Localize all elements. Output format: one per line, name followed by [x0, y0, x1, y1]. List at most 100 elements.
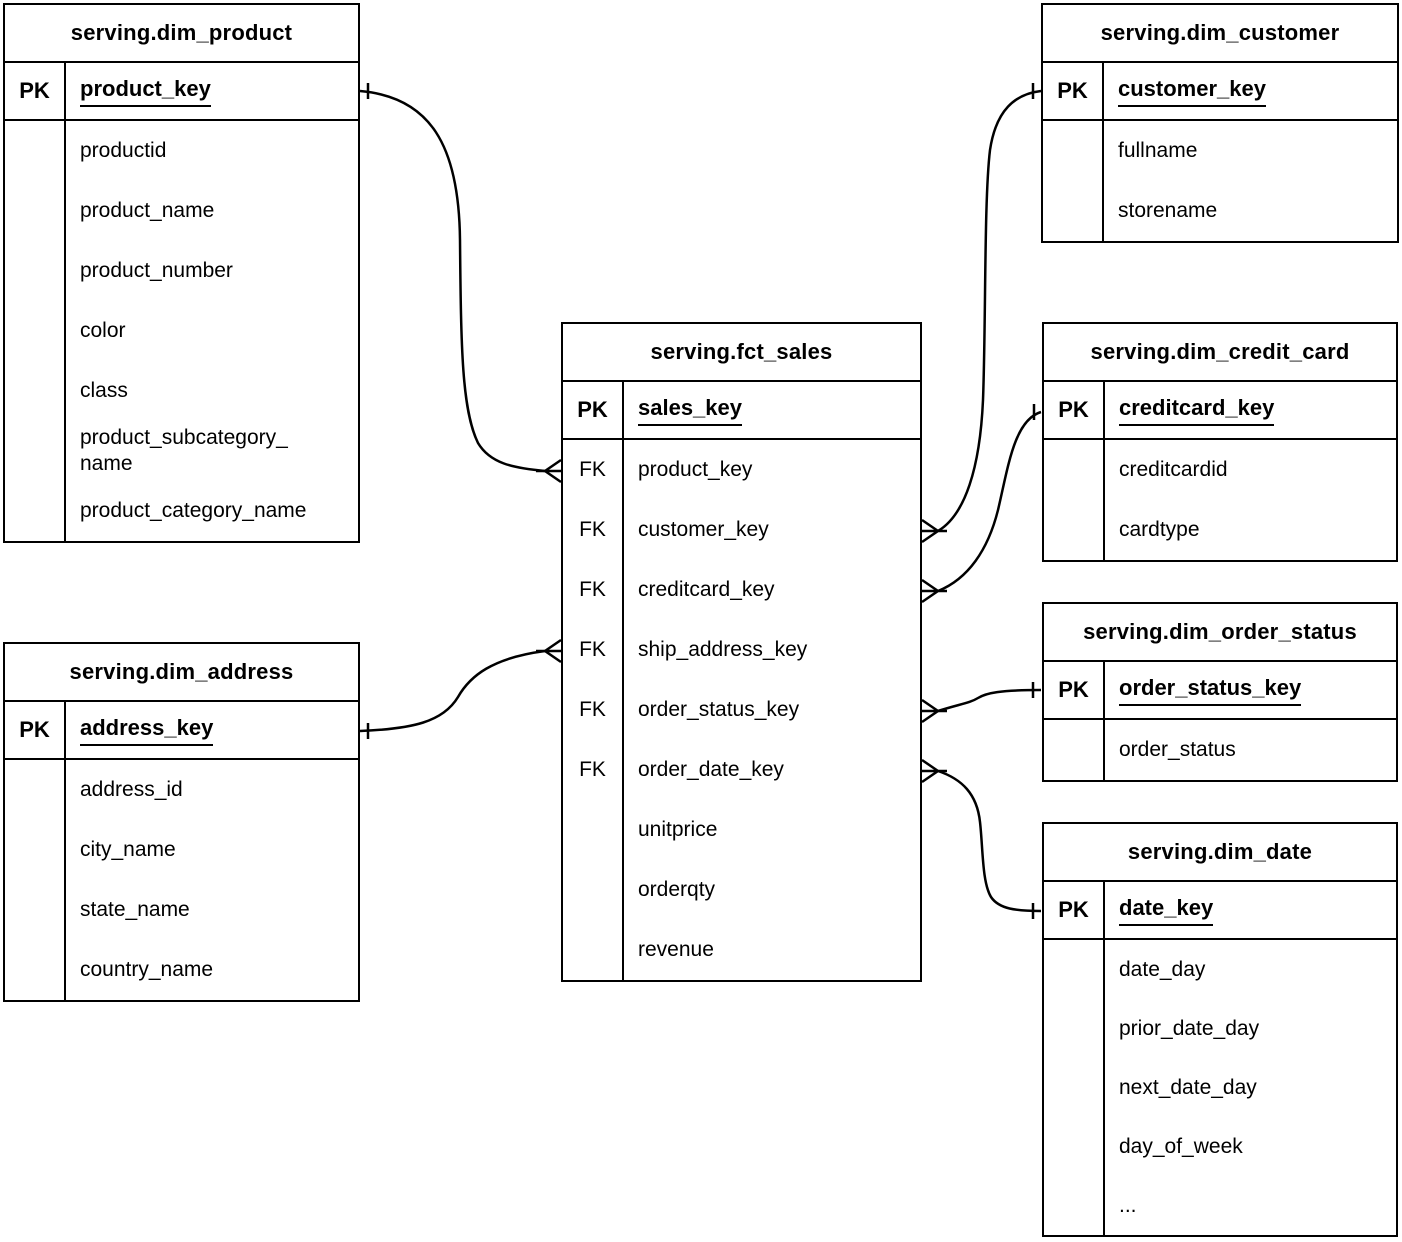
- table-title: serving.dim_address: [5, 644, 358, 702]
- key-label: [5, 421, 66, 481]
- key-label: [1044, 940, 1105, 999]
- table-title: serving.dim_order_status: [1044, 604, 1396, 662]
- pk-field: creditcard_key: [1119, 395, 1275, 426]
- table-row: color: [5, 301, 358, 361]
- key-label: [1044, 440, 1105, 500]
- table-row: creditcardid: [1044, 440, 1396, 500]
- table-body: fullname storename: [1043, 121, 1397, 241]
- pk-row: PK order_status_key: [1044, 662, 1396, 720]
- table-row: cardtype: [1044, 500, 1396, 560]
- field-name: product_name: [80, 199, 215, 222]
- crow-foot-marker: [536, 638, 562, 664]
- crow-foot-marker: [921, 758, 947, 784]
- key-label: [1044, 720, 1105, 780]
- field-name: state_name: [80, 898, 190, 921]
- table-row: ...: [1044, 1176, 1396, 1235]
- pk-row: PK address_key: [5, 702, 358, 760]
- key-label: [563, 920, 624, 980]
- table-dim-customer: serving.dim_customer PK customer_key ful…: [1041, 3, 1399, 243]
- field-name: product_subcategory_ name: [80, 426, 288, 475]
- fk-label: FK: [563, 740, 624, 800]
- pk-field: sales_key: [638, 395, 742, 426]
- table-dim-address: serving.dim_address PK address_key addre…: [3, 642, 360, 1002]
- pk-field: date_key: [1119, 895, 1214, 926]
- crow-foot-marker: [921, 698, 947, 724]
- field-name: prior_date_day: [1119, 1016, 1260, 1040]
- relationship-creditcard: [921, 404, 1042, 604]
- table-row: next_date_day: [1044, 1058, 1396, 1117]
- table-row: prior_date_day: [1044, 999, 1396, 1058]
- field-name: creditcard_key: [638, 578, 775, 601]
- key-label: [1044, 999, 1105, 1058]
- pk-label: PK: [1043, 63, 1104, 119]
- table-row: FK creditcard_key: [563, 560, 920, 620]
- key-label: [5, 820, 66, 880]
- key-label: [5, 181, 66, 241]
- key-label: [5, 481, 66, 541]
- pk-field: order_status_key: [1119, 675, 1302, 706]
- table-row: productid: [5, 121, 358, 181]
- field-name: next_date_day: [1119, 1075, 1257, 1099]
- table-row: city_name: [5, 820, 358, 880]
- field-name: revenue: [638, 938, 714, 961]
- pk-label: PK: [1044, 882, 1105, 938]
- table-dim-order-status: serving.dim_order_status PK order_status…: [1042, 602, 1398, 782]
- table-title: serving.dim_date: [1044, 824, 1396, 882]
- table-row: state_name: [5, 880, 358, 940]
- relationship-line: [359, 649, 546, 733]
- pk-label: PK: [5, 702, 66, 758]
- field-name: city_name: [80, 838, 176, 861]
- relationship-order-date: [921, 758, 1042, 919]
- table-dim-date: serving.dim_date PK date_key date_day pr…: [1042, 822, 1398, 1237]
- key-label: [1044, 1117, 1105, 1176]
- pk-label: PK: [1044, 382, 1105, 438]
- table-body: date_day prior_date_day next_date_day da…: [1044, 940, 1396, 1235]
- table-row: orderqty: [563, 860, 920, 920]
- table-row: product_category_name: [5, 481, 358, 541]
- key-label: [1043, 121, 1104, 181]
- fk-label: FK: [563, 560, 624, 620]
- field-name: order_status: [1119, 738, 1236, 761]
- field-name: unitprice: [638, 818, 718, 841]
- pk-field: address_key: [80, 715, 214, 746]
- key-label: [5, 361, 66, 421]
- table-dim-product: serving.dim_product PK product_key produ…: [3, 3, 360, 543]
- field-name: order_status_key: [638, 698, 800, 721]
- field-name: day_of_week: [1119, 1134, 1243, 1158]
- field-name: color: [80, 319, 126, 342]
- key-label: [5, 940, 66, 1000]
- crow-foot-marker: [921, 518, 947, 544]
- relationship-order-status: [921, 682, 1042, 724]
- field-name: ...: [1119, 1193, 1137, 1217]
- pk-row: PK date_key: [1044, 882, 1396, 940]
- field-name: productid: [80, 139, 167, 162]
- table-body: creditcardid cardtype: [1044, 440, 1396, 560]
- relationship-line: [937, 688, 1042, 713]
- table-body: productid product_name product_number co…: [5, 121, 358, 541]
- fk-label: FK: [563, 440, 624, 500]
- field-name: class: [80, 379, 128, 402]
- field-name: cardtype: [1119, 518, 1200, 541]
- field-name: product_category_name: [80, 499, 307, 522]
- pk-row: PK customer_key: [1043, 63, 1397, 121]
- pk-label: PK: [5, 63, 66, 119]
- field-name: product_number: [80, 259, 233, 282]
- fk-label: FK: [563, 620, 624, 680]
- table-row: country_name: [5, 940, 358, 1000]
- pk-field: customer_key: [1118, 76, 1266, 107]
- crow-foot-marker: [921, 578, 947, 604]
- key-label: [1043, 181, 1104, 241]
- field-name: fullname: [1118, 139, 1198, 162]
- table-row: revenue: [563, 920, 920, 980]
- table-row: product_subcategory_ name: [5, 421, 358, 481]
- table-title: serving.fct_sales: [563, 324, 920, 382]
- table-row: order_status: [1044, 720, 1396, 780]
- pk-field: product_key: [80, 76, 211, 107]
- pk-row: PK product_key: [5, 63, 358, 121]
- field-name: date_day: [1119, 957, 1206, 981]
- fk-label: FK: [563, 500, 624, 560]
- field-name: orderqty: [638, 878, 716, 901]
